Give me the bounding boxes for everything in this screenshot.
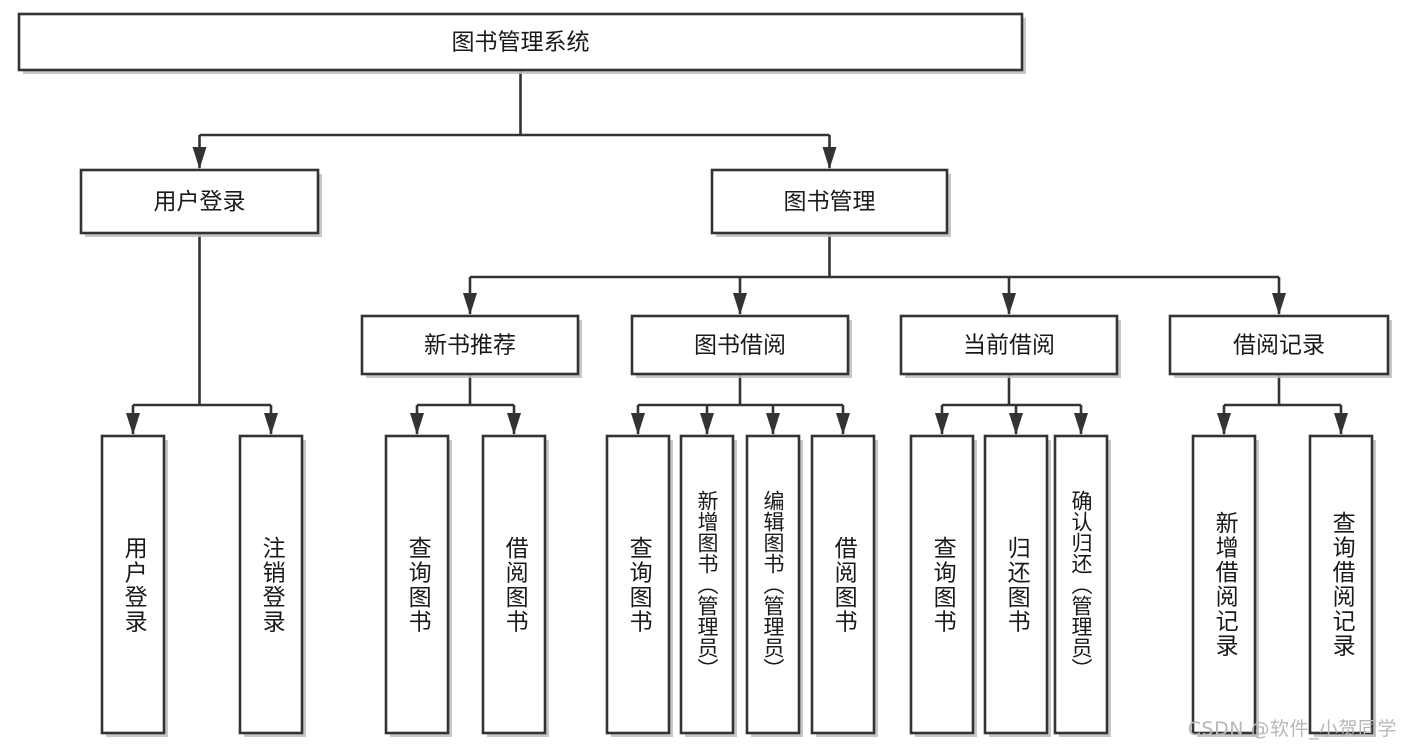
node-level3-借阅记录[interactable] <box>1168 314 1390 376</box>
node-leaf-3-借阅图书[interactable] <box>481 434 547 735</box>
node-label-root: 图书管理系统 <box>452 30 590 56</box>
node-boxes <box>17 12 1392 737</box>
arrow-head-icon <box>700 413 714 435</box>
arrow-head-icon <box>1074 413 1088 435</box>
node-level2-用户登录[interactable] <box>79 168 320 235</box>
node-leaf-6-编辑图书管理员[interactable] <box>745 434 801 735</box>
node-label-level2-图书管理: 图书管理 <box>784 189 876 215</box>
arrow-head-icon <box>836 413 850 435</box>
node-label-level3-当前借阅: 当前借阅 <box>963 333 1055 359</box>
node-label-level2-用户登录: 用户登录 <box>154 189 246 215</box>
node-leaf-5-新增图书管理员[interactable] <box>679 434 735 735</box>
node-leaf-10-确认归还管理员[interactable] <box>1053 434 1109 735</box>
arrow-head-icon <box>192 147 207 169</box>
node-label-level3-新书推荐: 新书推荐 <box>424 333 516 359</box>
node-leaf-4-查询图书[interactable] <box>605 434 671 735</box>
arrow-head-icon <box>822 147 837 169</box>
node-level3-图书借阅[interactable] <box>630 314 850 376</box>
connector-lines <box>126 70 1348 435</box>
arrow-head-icon <box>766 413 780 435</box>
node-leaf-1-注销登录[interactable] <box>238 434 304 735</box>
arrow-head-icon <box>935 413 949 435</box>
arrow-head-icon <box>733 293 747 315</box>
node-root-图书管理系统[interactable] <box>17 12 1024 72</box>
arrow-head-icon <box>126 413 140 435</box>
node-leaf-12-查询借阅记录[interactable] <box>1308 434 1374 735</box>
node-level2-图书管理[interactable] <box>710 168 949 235</box>
node-label-level3-图书借阅: 图书借阅 <box>694 333 786 359</box>
node-level3-当前借阅[interactable] <box>899 314 1119 376</box>
node-leaf-0-用户登录[interactable] <box>100 434 166 735</box>
node-leaf-2-查询图书[interactable] <box>384 434 450 735</box>
node-level3-新书推荐[interactable] <box>360 314 580 376</box>
node-leaf-9-归还图书[interactable] <box>983 434 1049 735</box>
arrow-head-icon <box>507 413 521 435</box>
arrow-head-icon <box>1009 413 1023 435</box>
node-leaf-8-查询图书[interactable] <box>909 434 975 735</box>
arrow-head-icon <box>1002 293 1016 315</box>
arrow-head-icon <box>1334 413 1348 435</box>
watermark-text: CSDN @软件_小贺同学 <box>1187 718 1397 740</box>
arrow-head-icon <box>1217 413 1231 435</box>
node-label-level3-借阅记录: 借阅记录 <box>1233 333 1325 359</box>
arrow-head-icon <box>410 413 424 435</box>
arrow-head-icon <box>463 293 477 315</box>
arrow-head-icon <box>1272 293 1286 315</box>
node-leaf-11-新增借阅记录[interactable] <box>1191 434 1257 735</box>
arrow-head-icon <box>631 413 645 435</box>
node-leaf-7-借阅图书[interactable] <box>810 434 876 735</box>
arrow-head-icon <box>264 413 278 435</box>
